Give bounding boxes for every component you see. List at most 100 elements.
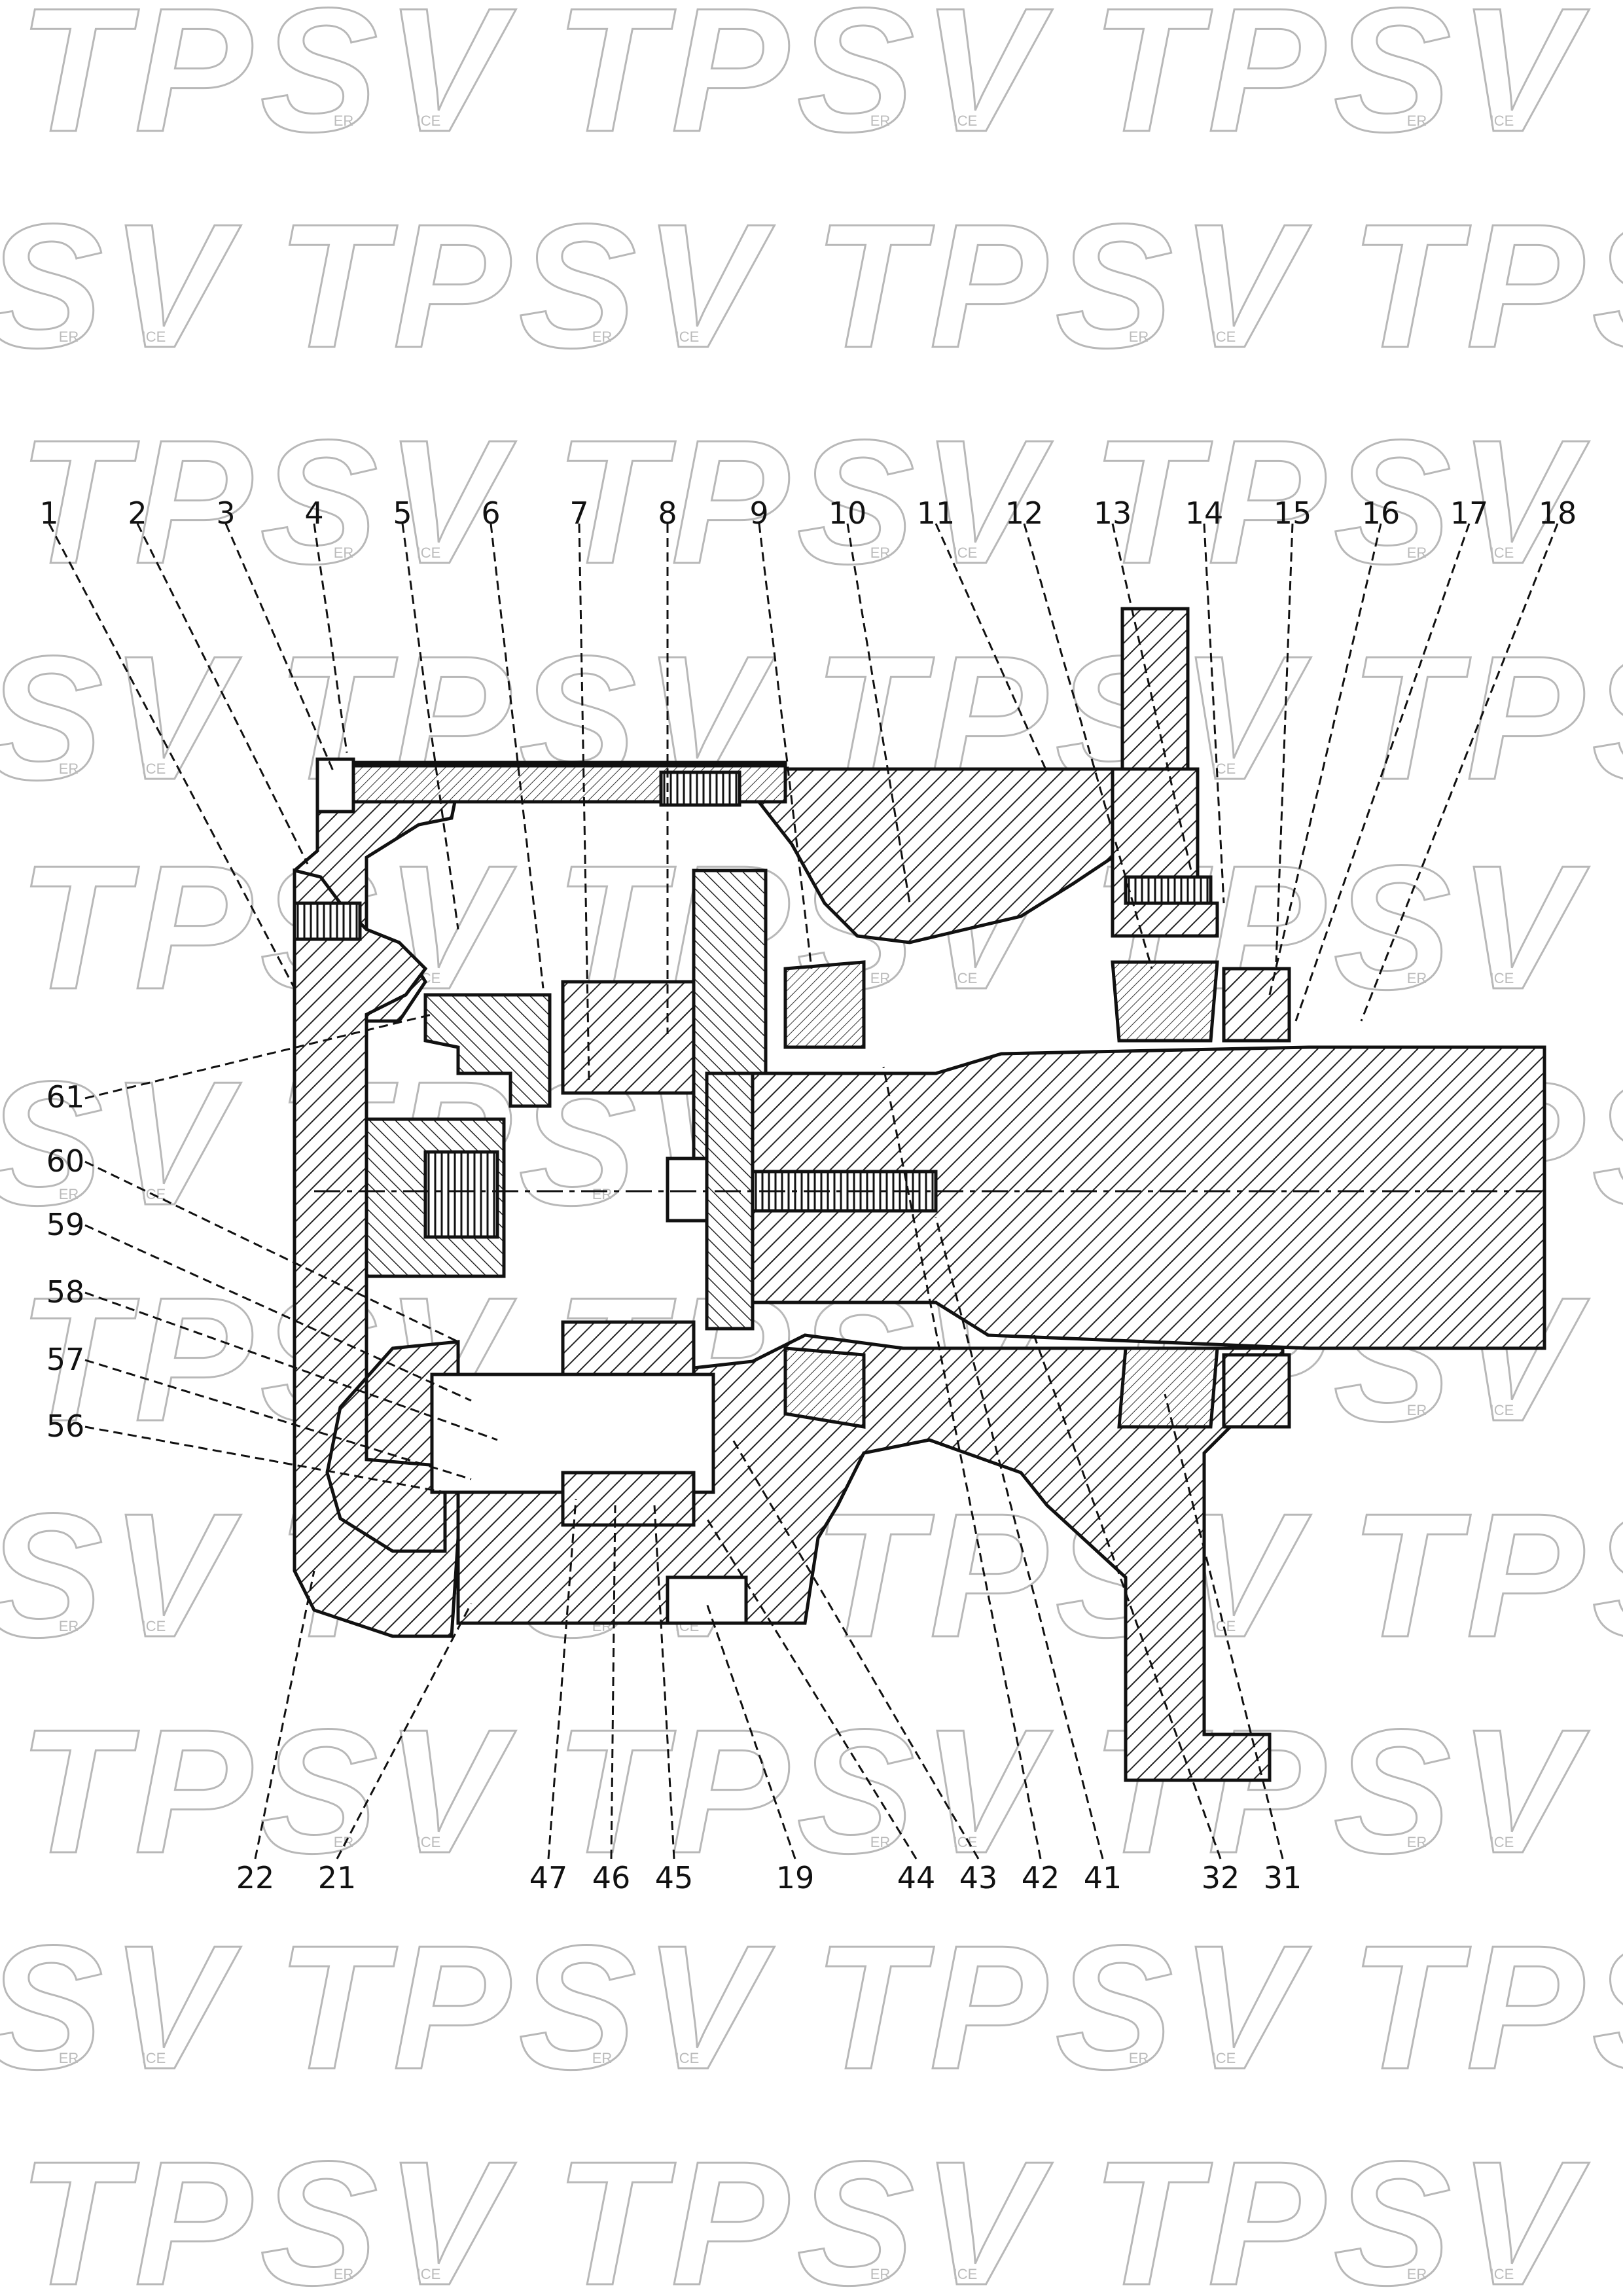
watermark-sub-left: ER [870, 545, 891, 561]
watermark-sub-right: ICE [1490, 2266, 1514, 2282]
leader-14 [1203, 523, 1225, 904]
bolt-head [315, 757, 355, 814]
leader-13 [1111, 523, 1192, 871]
watermark-sub-left: ER [592, 1186, 613, 1202]
watermark-sub-left: ER [1407, 1402, 1427, 1418]
part-label-18: 18 [1539, 495, 1577, 531]
watermark-sub-left: ER [1129, 2050, 1149, 2066]
watermark-logo: TPSV [1350, 1477, 1623, 1674]
watermark-sub-right: ICE [954, 1834, 978, 1850]
bearing-upper-left [783, 960, 866, 1049]
watermark-sub-right: ICE [142, 761, 166, 777]
watermark-sub-right: ICE [954, 545, 978, 561]
part-label-56: 56 [46, 1408, 85, 1444]
watermark-logo: TPSV [1350, 1909, 1623, 2106]
watermark-logo: TPSV [277, 1909, 777, 2106]
watermark-sub-left: ER [870, 1834, 891, 1850]
watermark-sub-left: ER [1407, 2266, 1427, 2282]
watermark-sub-right: ICE [1490, 113, 1514, 129]
watermark-sub-right: ICE [954, 113, 978, 129]
part-label-61: 61 [46, 1079, 85, 1115]
watermark-sub-right: ICE [417, 2266, 441, 2282]
washer-lower [561, 1471, 696, 1527]
watermark-sub-left: ER [334, 1834, 354, 1850]
watermark-sub-left: ER [870, 113, 891, 129]
watermark-logo: TPSV [18, 1693, 518, 1890]
watermark-sub-right: ICE [417, 545, 441, 561]
watermark-logo: TPSV [0, 620, 243, 817]
part-label-47: 47 [529, 1860, 568, 1895]
watermark-logo: TPSV [1092, 0, 1592, 169]
left-cover [293, 868, 460, 1638]
watermark-logo: TPSV [277, 188, 777, 385]
watermark-sub-right: ICE [675, 329, 700, 345]
watermark-logo: TPSV [0, 1477, 243, 1674]
watermark-sub-right: ICE [417, 113, 441, 129]
leader-9 [758, 523, 813, 969]
watermark-sub-right: ICE [142, 2050, 166, 2066]
part-label-21: 21 [318, 1860, 357, 1895]
leader-lines [48, 523, 1559, 1859]
part-label-11: 11 [917, 495, 955, 531]
watermark-sub-left: ER [1407, 970, 1427, 986]
watermark-sub-left: ER [592, 329, 613, 345]
part-label-2: 2 [128, 495, 147, 531]
bearing-lower-right [1117, 1346, 1219, 1429]
part-label-44: 44 [897, 1860, 936, 1895]
part-label-59: 59 [46, 1207, 85, 1242]
part-label-9: 9 [749, 495, 768, 531]
watermark-sub-left: ER [592, 2050, 613, 2066]
seal-lower [1222, 1353, 1291, 1429]
watermark-sub-left: ER [59, 1186, 79, 1202]
leader-17 [1294, 523, 1471, 1022]
part-label-31: 31 [1264, 1860, 1302, 1895]
part-label-57: 57 [46, 1342, 85, 1377]
leader-31 [1164, 1393, 1284, 1859]
watermark-logo: TPSV [555, 2125, 1055, 2296]
watermark-logo: TPSV [813, 188, 1313, 385]
part-label-10: 10 [829, 495, 867, 531]
stud-right [1124, 875, 1213, 905]
part-label-1: 1 [39, 495, 58, 531]
stud-thread-upper [659, 770, 741, 807]
part-label-43: 43 [959, 1860, 998, 1895]
watermark-sub-left: ER [334, 113, 354, 129]
planet-carrier [423, 993, 552, 1108]
watermark-sub-left: ER [59, 1618, 79, 1634]
watermark-sub-right: ICE [1212, 761, 1236, 777]
leader-56 [84, 1426, 446, 1494]
needle-bearing-lower [561, 1320, 696, 1376]
part-label-14: 14 [1185, 495, 1224, 531]
leader-2 [136, 523, 309, 865]
watermark-sub-right: ICE [1490, 545, 1514, 561]
watermark-sub-right: ICE [417, 1834, 441, 1850]
part-label-7: 7 [569, 495, 588, 531]
watermark-sub-left: ER [870, 2266, 891, 2282]
watermark-sub-right: ICE [142, 329, 166, 345]
part-label-41: 41 [1084, 1860, 1122, 1895]
part-label-16: 16 [1362, 495, 1400, 531]
part-label-60: 60 [46, 1143, 85, 1179]
watermark-logo: TPSV [555, 0, 1055, 169]
leader-21 [336, 1603, 473, 1859]
leader-15 [1275, 523, 1294, 963]
leader-4 [313, 523, 348, 753]
watermark-logo: TPSV [813, 1909, 1313, 2106]
watermark-sub-left: ER [59, 329, 79, 345]
watermark-sub-left: ER [1129, 329, 1149, 345]
watermark-sub-left: ER [59, 2050, 79, 2066]
leader-6 [490, 523, 544, 989]
leader-42 [882, 1066, 1042, 1859]
watermark-logo: TPSV [1092, 404, 1592, 601]
thrust-washer [705, 1071, 755, 1331]
part-label-8: 8 [658, 495, 677, 531]
watermark-logo: TPSV [0, 1045, 243, 1242]
part-label-6: 6 [481, 495, 500, 531]
part-label-22: 22 [236, 1860, 275, 1895]
leader-61 [84, 1013, 433, 1100]
leader-45 [653, 1505, 675, 1859]
leader-3 [224, 523, 335, 773]
